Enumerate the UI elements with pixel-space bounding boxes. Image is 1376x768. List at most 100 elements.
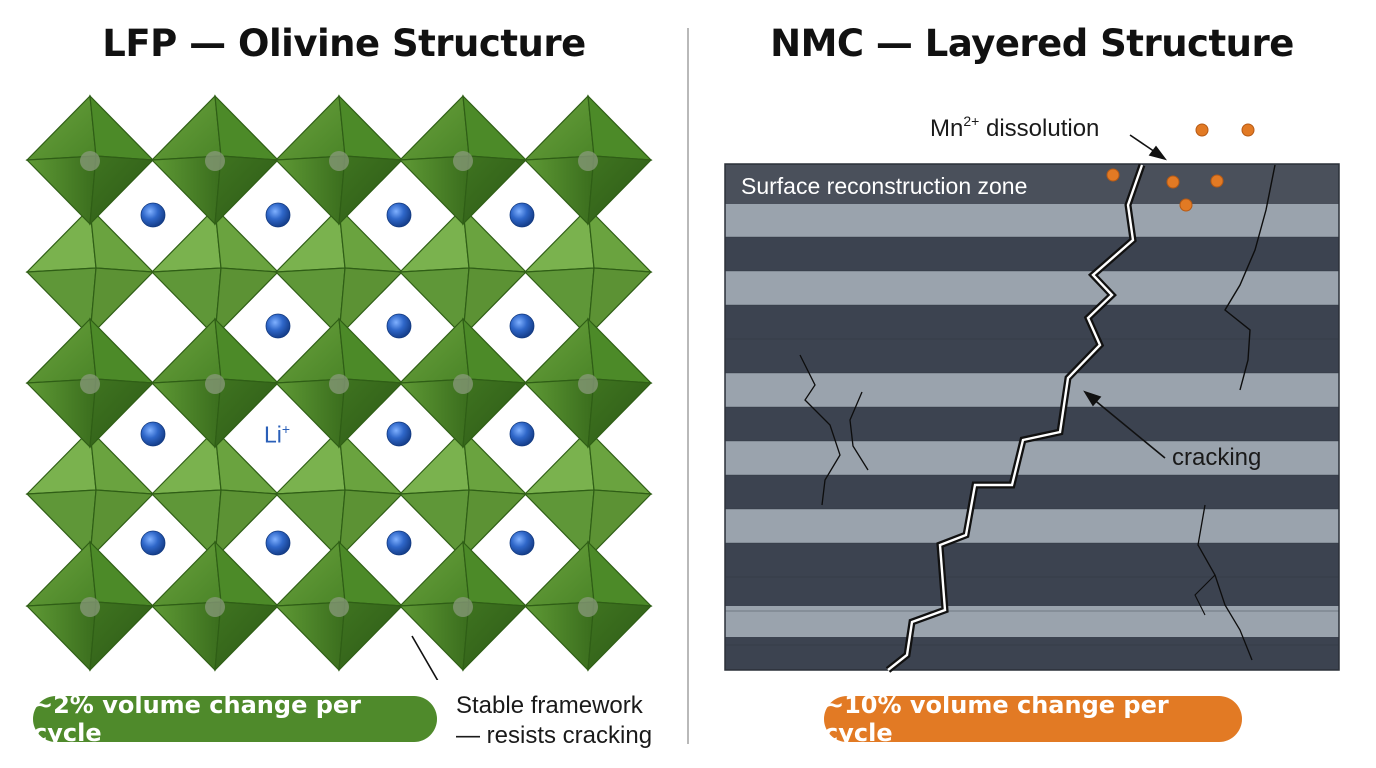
lfp-lattice-diagram xyxy=(25,94,653,680)
lithium-ion xyxy=(386,421,412,447)
iron-site xyxy=(80,597,100,617)
octahedron-light xyxy=(25,428,155,560)
feo6-octahedron xyxy=(523,94,653,226)
octahedron-light xyxy=(25,206,155,338)
stable-framework-line2: — resists cracking xyxy=(456,722,653,749)
lithium-ion xyxy=(140,421,166,447)
feo6-octahedron xyxy=(150,540,280,672)
feo6-octahedron xyxy=(25,317,155,449)
lithium-ion xyxy=(386,530,412,556)
stable-framework-leader-line xyxy=(411,635,439,680)
mn-ion xyxy=(1241,123,1255,137)
feo6-octahedron xyxy=(523,317,653,449)
iron-site xyxy=(329,374,349,394)
lithium-ion xyxy=(509,530,535,556)
lithium-ion xyxy=(265,313,291,339)
lfp-panel-title: LFP — Olivine Structure xyxy=(102,22,586,65)
stable-framework-callout: Stable framework — resists cracking xyxy=(456,691,652,751)
octahedron-light xyxy=(523,428,653,560)
mn-ion xyxy=(1166,175,1180,189)
dark-layer xyxy=(725,543,1339,606)
nmc-layered-diagram xyxy=(724,123,1340,673)
feo6-octahedron xyxy=(398,94,528,226)
octahedron-light xyxy=(523,206,653,338)
feo6-octahedron xyxy=(274,317,404,449)
mn-ion xyxy=(1179,198,1193,212)
mn-symbol: Mn xyxy=(930,115,964,142)
feo6-octahedron xyxy=(274,94,404,226)
iron-site xyxy=(80,374,100,394)
lithium-ion xyxy=(386,202,412,228)
iron-site xyxy=(578,151,598,171)
feo6-octahedron xyxy=(398,540,528,672)
mn-ion xyxy=(1210,174,1224,188)
light-layer xyxy=(725,271,1339,305)
hairline-crack-1 xyxy=(799,354,841,506)
octahedron-light xyxy=(274,206,404,338)
iron-site xyxy=(453,597,473,617)
dark-layer xyxy=(725,305,1339,339)
lithium-ion xyxy=(265,202,291,228)
octahedron-light xyxy=(274,428,404,560)
lithium-ion xyxy=(265,530,291,556)
nmc-block-outline xyxy=(724,163,1340,671)
surface-reconstruction-zone xyxy=(725,164,1339,204)
hairline-crack-3 xyxy=(1224,164,1276,391)
hairline-crack-5 xyxy=(1194,574,1216,616)
main-crack-core xyxy=(887,164,1144,671)
mn-dissolution-text: dissolution xyxy=(979,115,1100,142)
mn-charge: 2+ xyxy=(963,113,980,129)
nmc-volume-change-badge: ~10% volume change per cycle xyxy=(824,691,1242,747)
cracking-label: cracking xyxy=(1172,444,1262,471)
iron-site xyxy=(329,597,349,617)
lithium-ion xyxy=(140,202,166,228)
lithium-ion-charge: + xyxy=(281,421,291,437)
panel-divider xyxy=(687,28,689,744)
octahedron-light xyxy=(398,206,528,338)
lithium-ion-label: Li+ xyxy=(264,421,290,449)
mn-ion xyxy=(1195,123,1209,137)
lithium-ion xyxy=(140,530,166,556)
iron-site xyxy=(453,151,473,171)
feo6-octahedron xyxy=(523,540,653,672)
light-layer xyxy=(725,441,1339,475)
dark-layer xyxy=(725,339,1339,373)
octahedron-light xyxy=(150,206,280,338)
octahedron-light xyxy=(398,428,528,560)
lfp-volume-change-badge: ~2% volume change per cycle xyxy=(33,691,437,747)
dark-layer xyxy=(725,237,1339,271)
feo6-octahedron xyxy=(398,317,528,449)
feo6-octahedron xyxy=(274,540,404,672)
surface-reconstruction-label: Surface reconstruction zone xyxy=(741,173,1028,199)
iron-site xyxy=(80,151,100,171)
cracking-arrow xyxy=(1083,390,1166,459)
mn-dissolution-arrow xyxy=(1129,134,1168,161)
dark-layer xyxy=(725,475,1339,509)
lithium-ion xyxy=(509,313,535,339)
feo6-octahedron xyxy=(25,94,155,226)
light-layer xyxy=(725,509,1339,543)
feo6-octahedron xyxy=(25,540,155,672)
octahedron-light xyxy=(150,428,280,560)
mn-dissolution-label: Mn2+ dissolution xyxy=(930,113,1099,143)
lithium-ion-symbol: Li xyxy=(264,421,282,448)
dark-layer xyxy=(725,637,1339,670)
hairline-crack-2 xyxy=(849,391,869,471)
stable-framework-line1: Stable framework xyxy=(456,692,643,719)
light-layer xyxy=(725,204,1339,237)
nmc-panel-title: NMC — Layered Structure xyxy=(770,22,1294,65)
iron-site xyxy=(205,374,225,394)
mn-ion xyxy=(1106,168,1120,182)
iron-site xyxy=(205,597,225,617)
iron-site xyxy=(205,151,225,171)
feo6-octahedron xyxy=(150,317,280,449)
hairline-crack-4 xyxy=(1197,504,1253,661)
iron-site xyxy=(578,374,598,394)
manganese-ions xyxy=(1106,123,1255,212)
iron-site xyxy=(329,151,349,171)
lithium-ion xyxy=(386,313,412,339)
iron-site xyxy=(578,597,598,617)
iron-site xyxy=(453,374,473,394)
lithium-ion xyxy=(509,202,535,228)
feo6-octahedron xyxy=(150,94,280,226)
